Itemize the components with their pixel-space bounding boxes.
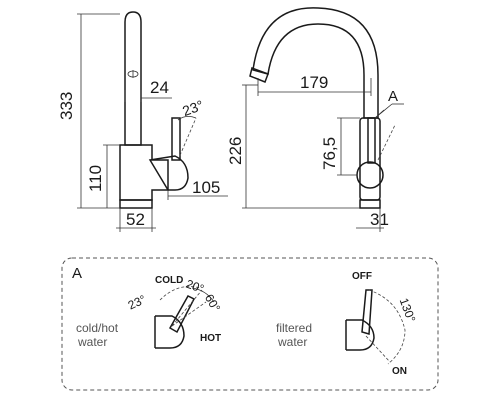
detail-a-frame — [61, 257, 439, 391]
filter-caption-line1: filtered — [276, 321, 312, 335]
mixer-lever — [168, 295, 196, 334]
detail-mixer-lever: cold/hot water 23° COLD 20° 60° HOT — [76, 275, 223, 349]
callout-a-leader — [374, 103, 393, 119]
filter-angle: 130° — [397, 296, 419, 324]
detail-filter-lever: filtered water OFF 130° ON — [276, 271, 418, 377]
dim-52: 52 — [126, 210, 145, 229]
callout-a-label: A — [388, 88, 398, 105]
side-body — [119, 144, 169, 201]
front-nozzle — [249, 67, 269, 83]
dim-110: 110 — [86, 165, 105, 192]
dim-lever-angle: 23° — [180, 97, 205, 119]
mixer-caption-line1: cold/hot — [76, 321, 119, 335]
side-spout-tube — [124, 11, 142, 146]
front-view: 179 226 76,5 31 A — [226, 7, 404, 232]
mixer-angle-cold: 20° — [184, 277, 206, 296]
dim-179: 179 — [300, 73, 328, 92]
mixer-angle-left: 23° — [126, 292, 149, 312]
side-base — [119, 199, 153, 209]
dim-105: 105 — [192, 178, 220, 197]
detail-a-letter: A — [72, 265, 82, 282]
side-lever — [171, 117, 181, 161]
mixer-hot-label: HOT — [200, 333, 221, 344]
filter-body — [346, 319, 375, 351]
mixer-cold-label: COLD — [155, 275, 183, 286]
side-view: 333 110 24 23° 105 52 — [57, 11, 228, 232]
side-lever-hub — [148, 155, 189, 191]
front-base — [359, 199, 381, 209]
dim-226: 226 — [226, 137, 245, 165]
dim-333: 333 — [57, 92, 76, 120]
mixer-caption-line2: water — [77, 335, 107, 349]
filter-caption-line2: water — [277, 335, 307, 349]
filter-off-label: OFF — [352, 271, 372, 282]
front-lever-hub — [356, 161, 384, 189]
filter-on-label: ON — [392, 366, 407, 377]
dim-31: 31 — [370, 210, 389, 229]
dim-76-5: 76,5 — [320, 137, 339, 170]
mixer-angle-hot: 60° — [202, 292, 223, 315]
front-lever — [367, 117, 376, 164]
dim-24: 24 — [150, 78, 169, 97]
filter-lever — [361, 289, 373, 335]
front-gooseneck-spout — [252, 7, 379, 119]
detail-a-panel: A cold/hot water 23° COLD 20° 60° HOT fi… — [61, 257, 439, 391]
mixer-body — [155, 315, 185, 349]
